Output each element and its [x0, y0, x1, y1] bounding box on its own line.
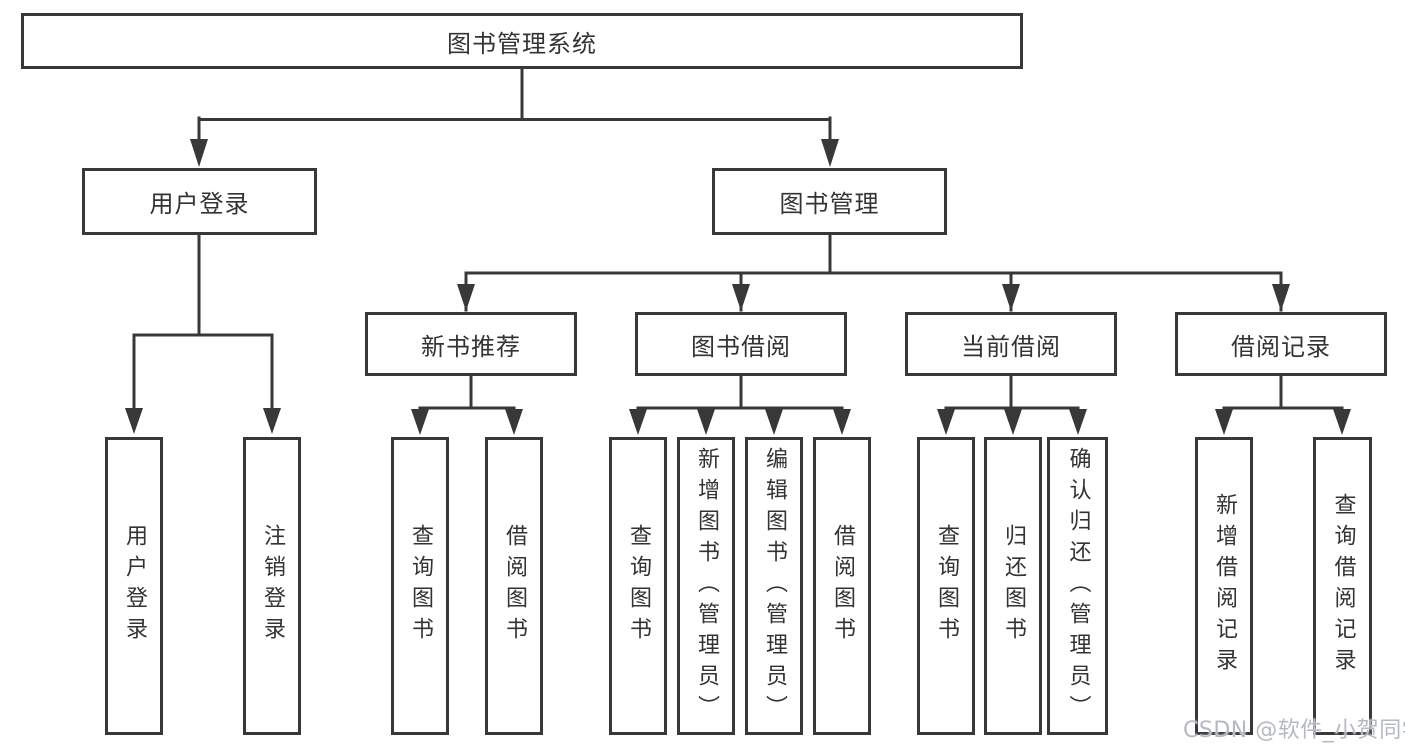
leaf-bb-borrow-books: 借阅图书	[813, 437, 871, 735]
node-book-management: 图书管理	[712, 168, 947, 235]
leaf-br-add-record: 新增借阅记录	[1195, 437, 1253, 735]
node-label: 用户登录	[149, 190, 250, 218]
node-label: 图书借阅	[691, 332, 791, 361]
node-book-borrow: 图书借阅	[635, 312, 847, 376]
node-label: 新书推荐	[421, 332, 521, 361]
node-label: 图书管理系统	[447, 29, 597, 58]
leaf-bb-add-books-admin: 新增图书（管理员）	[677, 437, 735, 735]
node-current-borrow: 当前借阅	[905, 312, 1117, 376]
node-label: 查询图书	[626, 524, 651, 648]
node-label: 确认归还（管理员）	[1065, 446, 1091, 726]
node-label: 借阅记录	[1231, 332, 1331, 361]
leaf-br-query-record: 查询借阅记录	[1313, 437, 1372, 735]
leaf-cb-confirm-return-admin: 确认归还（管理员）	[1047, 437, 1108, 735]
node-label: 编辑图书（管理员）	[762, 446, 787, 726]
leaf-logout: 注销登录	[243, 437, 301, 735]
node-label: 查询图书	[934, 524, 959, 648]
node-label: 注销登录	[260, 524, 285, 648]
node-root-system: 图书管理系统	[21, 13, 1023, 69]
csdn-watermark: CSDN @软件_小贺同学	[1183, 718, 1405, 743]
node-new-book-recommend: 新书推荐	[365, 312, 577, 376]
node-label: 用户登录	[122, 524, 147, 648]
leaf-cb-return-books: 归还图书	[984, 437, 1042, 735]
leaf-nb-query-books: 查询图书	[391, 437, 449, 735]
node-label: 查询图书	[408, 524, 433, 648]
leaf-nb-borrow-books: 借阅图书	[485, 437, 543, 735]
leaf-bb-query-books: 查询图书	[609, 437, 667, 735]
node-label: 归还图书	[1001, 524, 1026, 648]
node-label: 当前借阅	[961, 332, 1061, 361]
leaf-bb-edit-books-admin: 编辑图书（管理员）	[745, 437, 803, 735]
node-label: 图书管理	[779, 190, 880, 218]
node-label: 查询借阅记录	[1330, 493, 1356, 679]
node-label: 新增图书（管理员）	[694, 446, 719, 726]
leaf-user-login: 用户登录	[105, 437, 163, 735]
node-borrow-records: 借阅记录	[1175, 312, 1387, 376]
node-label: 新增借阅记录	[1212, 493, 1237, 679]
node-label: 借阅图书	[502, 524, 527, 648]
node-user-login: 用户登录	[82, 168, 317, 235]
node-label: 借阅图书	[830, 524, 855, 648]
leaf-cb-query-books: 查询图书	[917, 437, 975, 735]
